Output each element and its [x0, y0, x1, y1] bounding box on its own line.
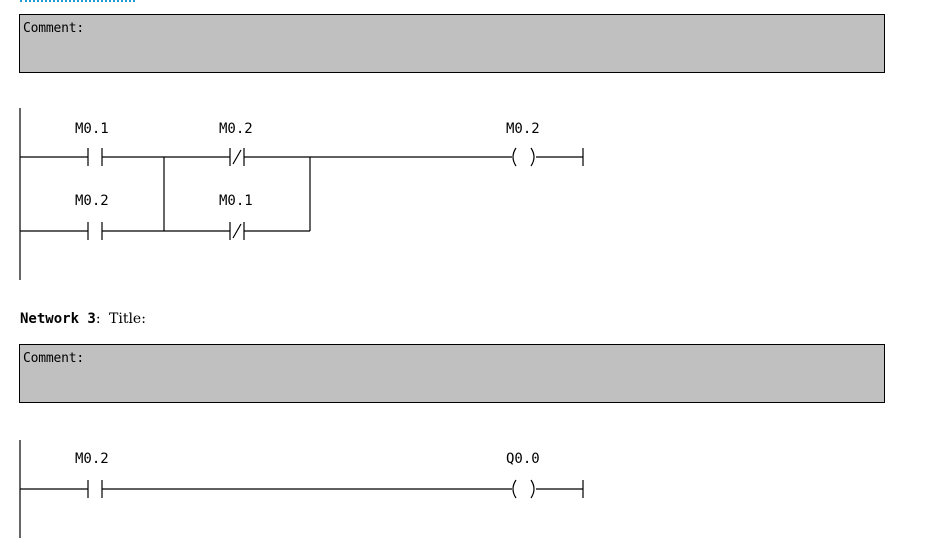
network3-comment-label: Comment:	[23, 351, 85, 366]
network3-ladder-diagram: M0.2 Q0.0	[19, 440, 584, 538]
network3-title-prefix: Network 3	[20, 311, 96, 327]
network2-contact-label: M0.1	[75, 121, 109, 137]
network2-contact-m0-1-no[interactable]: M0.1	[20, 121, 109, 166]
network2-contact-label: M0.2	[219, 121, 253, 137]
network2-contact-m0-2-nc[interactable]: M0.2	[219, 121, 253, 166]
network3-contact-m0-2-no[interactable]: M0.2	[20, 451, 109, 498]
network2-contact-label: M0.1	[219, 193, 253, 209]
network3-title-separator: :	[95, 311, 101, 327]
network3-comment-box[interactable]: Comment:	[19, 344, 885, 403]
network2-coil-m0-2[interactable]: M0.2	[506, 121, 540, 167]
network-focus-indicator	[20, 0, 135, 2]
network2-comment-label: Comment:	[23, 21, 85, 36]
network2-contact-label: M0.2	[75, 193, 109, 209]
network3-coil-q0-0[interactable]: Q0.0	[506, 451, 540, 499]
network2-contact-m0-2-no[interactable]: M0.2	[20, 193, 109, 240]
network3-contact-label: M0.2	[75, 451, 109, 467]
network2-contact-m0-1-nc[interactable]: M0.1	[219, 193, 253, 240]
network3-coil-label: Q0.0	[506, 451, 540, 467]
network2-coil-label: M0.2	[506, 121, 540, 137]
network3-title[interactable]: Network 3: Title:	[20, 311, 146, 327]
network3-title-text: Title:	[109, 311, 146, 327]
network2-comment-box[interactable]: Comment:	[19, 14, 885, 73]
